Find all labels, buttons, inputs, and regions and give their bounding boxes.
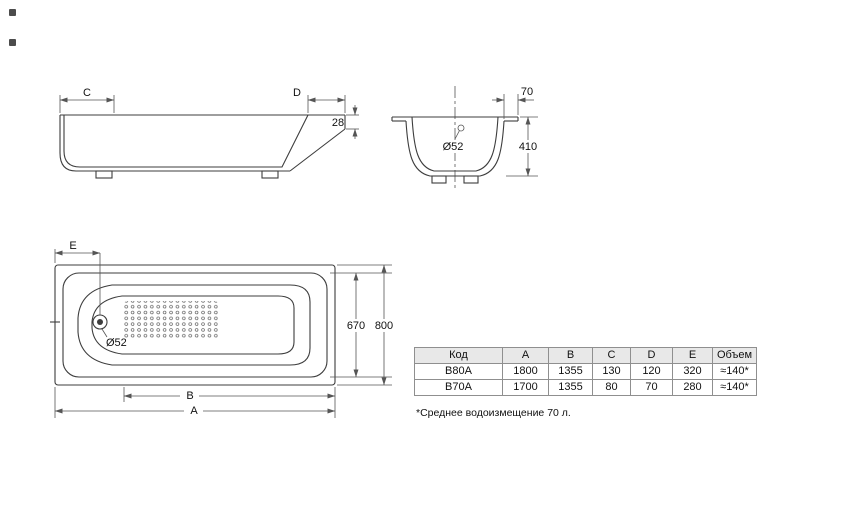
top-view-dim-e <box>54 249 101 315</box>
cell-b: 1355 <box>548 379 593 396</box>
end-view-tub-outline <box>391 116 519 184</box>
label-background <box>180 389 199 402</box>
side-view-dim-d <box>307 95 346 113</box>
cell-c: 130 <box>592 363 631 380</box>
cell-e: 320 <box>672 363 713 380</box>
dim-label-inner-width: 670 <box>347 320 365 332</box>
cell-code: B80A <box>414 363 503 380</box>
cell-a: 1800 <box>502 363 549 380</box>
col-header-b: B <box>548 347 593 364</box>
end-view-dim-rim-width <box>492 94 534 119</box>
dimension-table: Код A B C D E Объем B80A 1800 1355 130 1… <box>414 347 757 396</box>
dim-label-outer-width: 800 <box>375 320 393 332</box>
col-header-a: A <box>502 347 549 364</box>
label-background <box>342 319 369 332</box>
dim-label-c: C <box>83 87 91 99</box>
side-view-tub-outline <box>59 114 346 179</box>
cell-b: 1355 <box>548 363 593 380</box>
cell-c: 80 <box>592 379 631 396</box>
top-view-drawing: Ø52 E 670 800 B <box>50 240 397 418</box>
col-header-code: Код <box>414 347 503 364</box>
end-view-dim-height <box>506 116 544 177</box>
dim-label-rim-height: 28 <box>332 117 344 129</box>
top-view-dim-outer-width <box>337 264 397 386</box>
tub-foot <box>95 170 113 179</box>
cell-e: 280 <box>672 379 713 396</box>
top-view-dim-b <box>123 387 336 418</box>
col-header-volume: Объем <box>712 347 757 364</box>
dim-label-drain-diameter: Ø52 <box>443 141 464 153</box>
drain <box>92 314 108 330</box>
table-row: B80A 1800 1355 130 120 320 ≈140* <box>414 363 757 380</box>
end-view-drawing: Ø52 70 410 <box>391 86 544 190</box>
spec-table-section: Код A B C D E Объем B80A 1800 1355 130 1… <box>414 347 757 419</box>
side-view-drawing: C D 28 <box>59 87 359 179</box>
dim-label-a: A <box>190 405 198 417</box>
top-view-dim-a <box>54 387 336 418</box>
cell-volume: ≈140* <box>712 363 757 380</box>
col-header-c: C <box>592 347 631 364</box>
page-bullet-icon <box>9 9 16 16</box>
side-view-dim-c <box>59 95 115 113</box>
cell-volume: ≈140* <box>712 379 757 396</box>
dim-label-d: D <box>293 87 301 99</box>
side-view-dim-rim-height <box>346 105 359 139</box>
anti-slip-pattern <box>122 301 220 339</box>
dim-label-rim-width: 70 <box>521 86 533 98</box>
label-background <box>514 140 544 153</box>
cell-d: 70 <box>630 379 673 396</box>
cell-a: 1700 <box>502 379 549 396</box>
tub-foot <box>463 175 479 184</box>
drain-leader-line <box>101 328 108 338</box>
tub-foot <box>431 175 447 184</box>
col-header-e: E <box>672 347 713 364</box>
table-header-row: Код A B C D E Объем <box>414 347 757 364</box>
tub-foot <box>261 170 279 179</box>
end-view-drain-callout <box>454 124 465 140</box>
page-bullet-icon <box>9 39 16 46</box>
dim-label-height: 410 <box>519 141 537 153</box>
col-header-d: D <box>630 347 673 364</box>
cell-code: B70A <box>414 379 503 396</box>
top-view-tub-outline <box>50 264 336 386</box>
dim-label-e: E <box>69 240 76 252</box>
label-background <box>370 319 397 332</box>
dim-label-drain-diameter: Ø52 <box>106 337 127 349</box>
cell-d: 120 <box>630 363 673 380</box>
label-background <box>438 140 468 153</box>
label-background <box>184 404 203 417</box>
dim-label-b: B <box>186 390 193 402</box>
table-row: B70A 1700 1355 80 70 280 ≈140* <box>414 379 757 396</box>
table-footnote: *Среднее водоизмещение 70 л. <box>416 407 571 419</box>
